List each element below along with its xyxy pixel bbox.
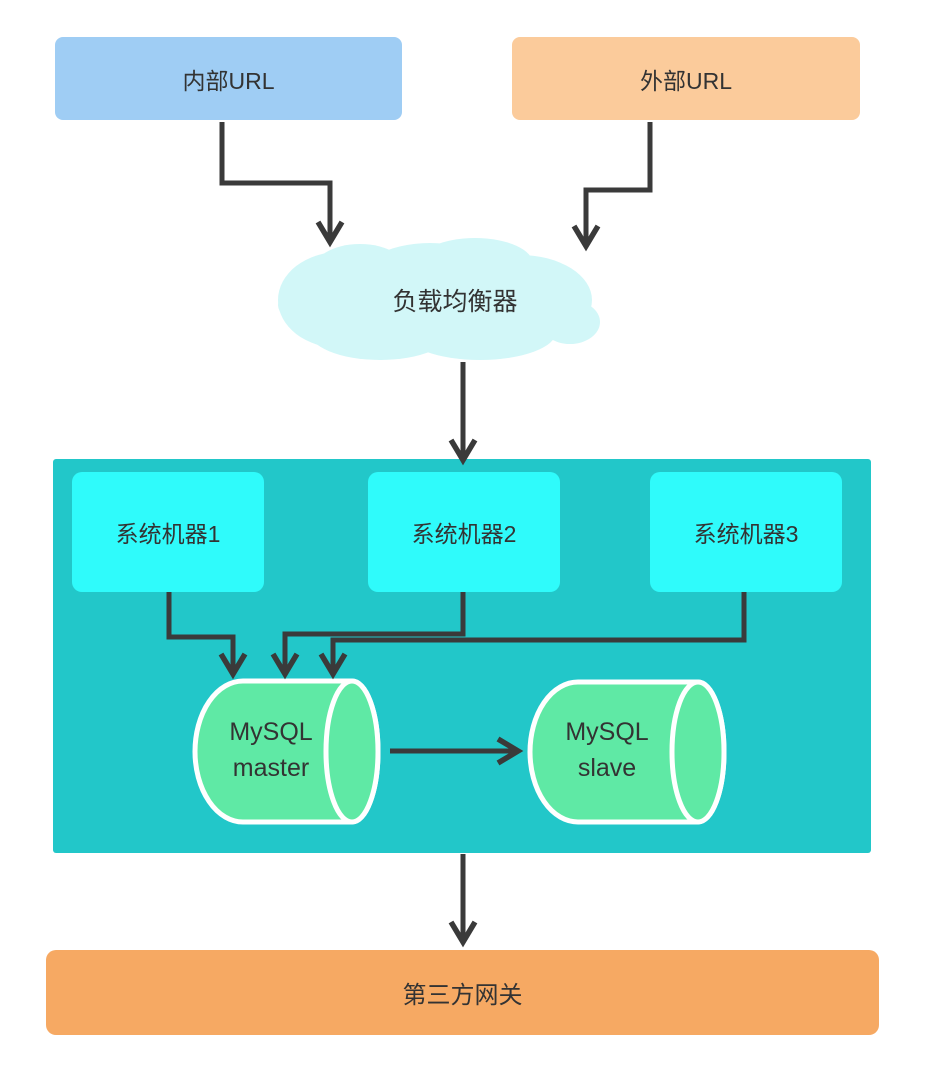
internal-url-label: 内部URL xyxy=(182,67,275,94)
node-machine-1: 系统机器1 xyxy=(72,472,264,592)
machine-3-label: 系统机器3 xyxy=(693,521,799,547)
node-machine-3: 系统机器3 xyxy=(650,472,842,592)
connector-internal-to-loadbalancer xyxy=(219,122,345,248)
mysql-slave-line2: slave xyxy=(577,754,637,782)
external-url-label: 外部URL xyxy=(639,67,732,94)
node-gateway: 第三方网关 xyxy=(46,950,879,1035)
connector-external-to-loadbalancer xyxy=(571,122,653,252)
load-balancer-label: 负载均衡器 xyxy=(392,288,518,316)
gateway-label: 第三方网关 xyxy=(402,982,523,1009)
machine-1-label: 系统机器1 xyxy=(115,521,221,547)
node-external-url: 外部URL xyxy=(512,37,860,120)
mysql-master-label: MySQL master xyxy=(197,714,345,786)
mysql-slave-line1: MySQL xyxy=(565,718,649,746)
mysql-slave-label: MySQL slave xyxy=(532,714,682,786)
mysql-master-line1: MySQL xyxy=(229,718,313,746)
mysql-master-line2: master xyxy=(232,754,310,782)
machine-2-label: 系统机器2 xyxy=(411,521,517,547)
node-internal-url: 内部URL xyxy=(55,37,402,120)
node-machine-2: 系统机器2 xyxy=(368,472,560,592)
